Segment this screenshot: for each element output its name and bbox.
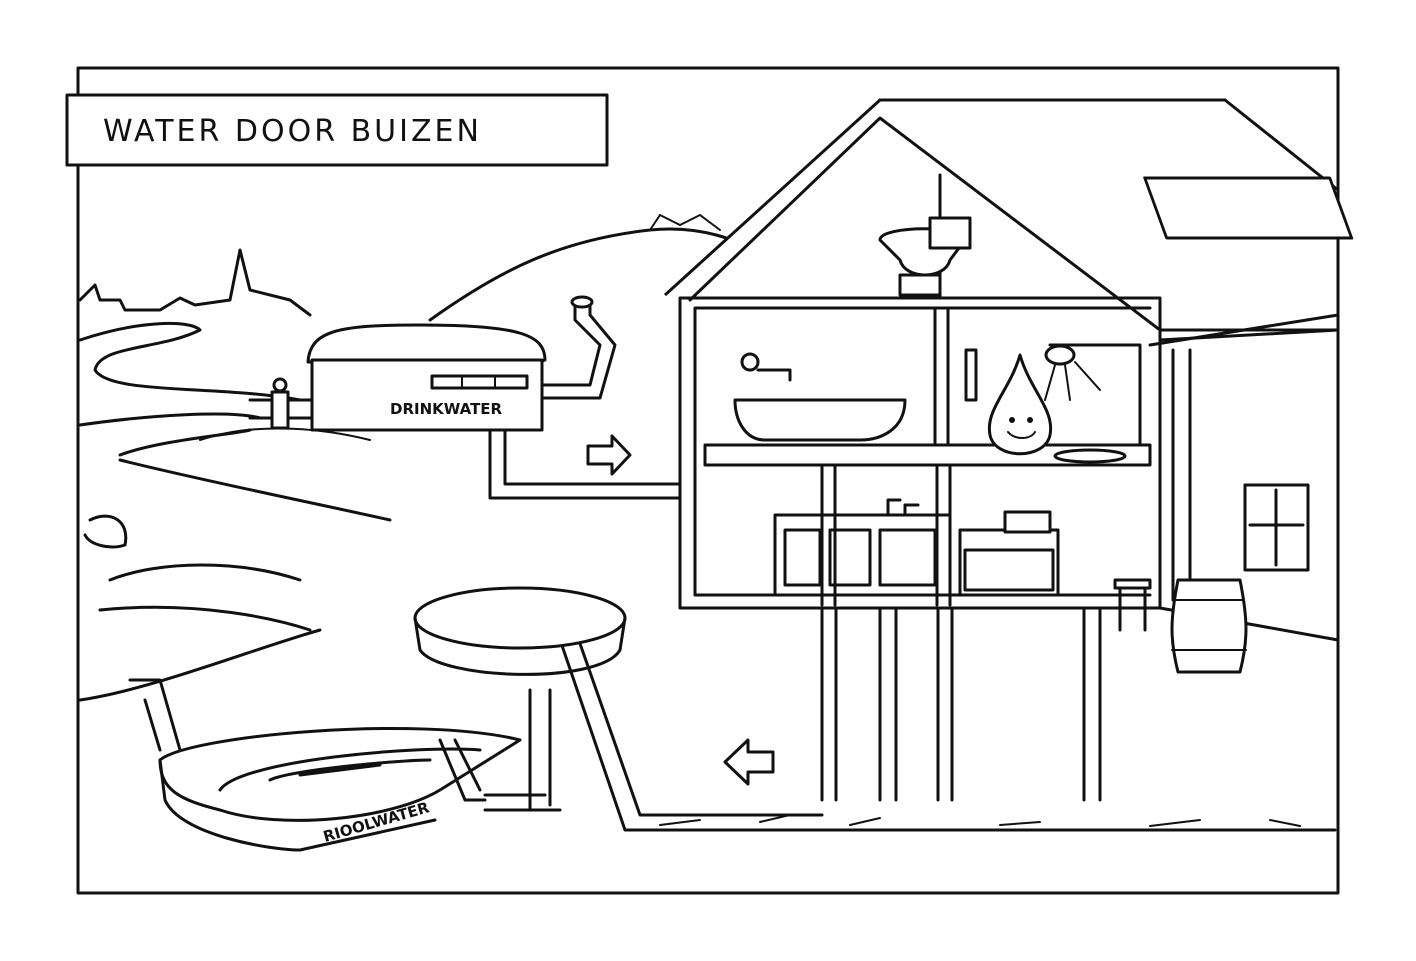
pan bbox=[1003, 510, 1052, 534]
rioolwater-basin: RIOOLWATER bbox=[128, 678, 522, 852]
rain-barrel bbox=[1170, 578, 1248, 674]
water-drop-character bbox=[987, 353, 1053, 456]
solar-panel bbox=[1143, 176, 1354, 240]
title-box: WATER DOOR BUIZEN bbox=[65, 93, 609, 167]
arrow-left-icon bbox=[723, 738, 775, 786]
shower-head-icon bbox=[1044, 344, 1076, 366]
shower-pipe bbox=[1048, 343, 1142, 447]
bathtub bbox=[733, 398, 907, 442]
drinkwater-label: DRINKWATER bbox=[390, 400, 503, 418]
picture-frame bbox=[76, 66, 1340, 895]
settling-basin bbox=[413, 586, 627, 812]
drinkwater-tank: DRINKWATER bbox=[248, 295, 682, 500]
sewer-pipe bbox=[553, 613, 1337, 832]
landscape bbox=[78, 213, 762, 702]
page-title: WATER DOOR BUIZEN bbox=[103, 114, 482, 149]
arrow-right-icon bbox=[586, 434, 632, 476]
house bbox=[663, 98, 1354, 802]
valve-icon bbox=[272, 377, 288, 393]
